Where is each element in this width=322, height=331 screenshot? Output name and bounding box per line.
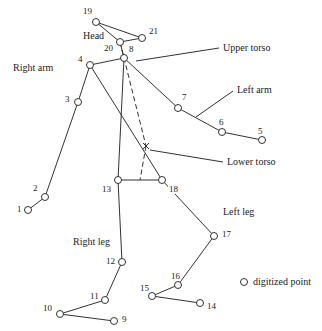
part-label: Right arm <box>12 62 54 73</box>
point-number: 13 <box>101 184 112 194</box>
part-label: Head <box>82 30 105 41</box>
point-number: 1 <box>16 204 23 214</box>
point-number: 18 <box>168 184 179 194</box>
part-label: Left leg <box>222 206 255 217</box>
point-number: 17 <box>221 229 232 239</box>
part-label: Upper torso <box>222 42 272 53</box>
point-number: 16 <box>170 271 181 281</box>
point-number: 21 <box>148 26 159 36</box>
point-number: 15 <box>139 283 150 293</box>
point-number: 19 <box>82 6 93 16</box>
point-number: 3 <box>64 94 71 104</box>
point-number: 11 <box>89 291 100 301</box>
point-number: 20 <box>103 43 114 53</box>
point-number: 6 <box>218 117 225 127</box>
point-number: 12 <box>105 256 116 266</box>
point-number: 7 <box>181 92 188 102</box>
point-number: 5 <box>257 126 264 136</box>
point-number: 9 <box>121 314 128 324</box>
legend-text: digitized point <box>252 276 312 287</box>
point-number: 4 <box>77 54 84 64</box>
legend-symbol <box>241 279 248 286</box>
part-label: Left arm <box>236 84 273 95</box>
point-number: 10 <box>42 303 53 313</box>
point-number: 14 <box>206 301 217 311</box>
part-label: Lower torso <box>226 156 277 167</box>
point-number: 8 <box>128 44 135 54</box>
part-label: Right leg <box>72 236 111 247</box>
point-number: 2 <box>32 183 39 193</box>
